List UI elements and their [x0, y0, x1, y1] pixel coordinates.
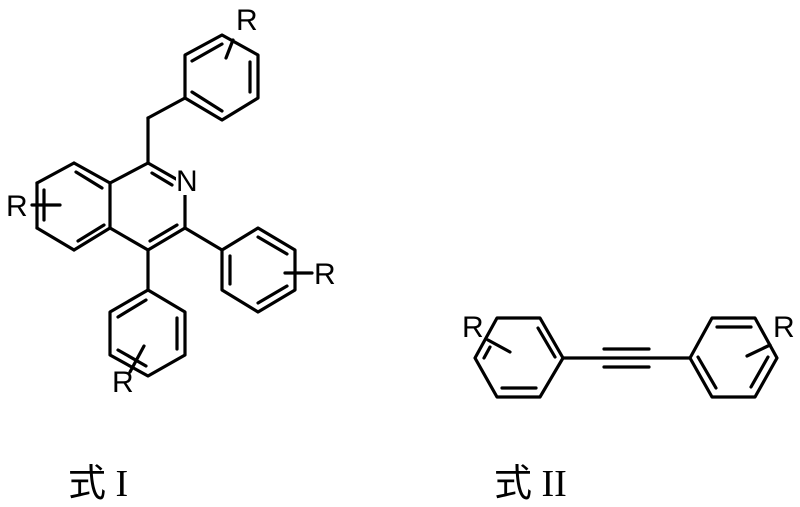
aryl-ring-3	[183, 226, 314, 314]
nitrogen-label: N	[176, 165, 198, 198]
triple-bond	[561, 347, 692, 369]
formula-1-caption: 式 I	[68, 463, 129, 505]
formula-2-caption: 式 II	[494, 463, 567, 505]
right-aryl-ring	[688, 316, 779, 399]
r-group-left: R	[6, 190, 28, 223]
r-group-bottom: R	[112, 366, 134, 399]
formula-1-structure: N R R R R	[6, 4, 336, 399]
aryl-ring-4	[108, 248, 187, 378]
r-group-left: R	[462, 311, 484, 344]
r-group-top: R	[236, 4, 258, 37]
methylene-bond	[146, 96, 187, 120]
isoquinoline-core	[30, 161, 187, 252]
left-aryl-ring	[473, 316, 565, 399]
r-group-right: R	[314, 258, 336, 291]
r-group-right: R	[773, 311, 795, 344]
benzyl-ring	[183, 33, 260, 122]
formula-2-structure: R R	[462, 311, 795, 399]
